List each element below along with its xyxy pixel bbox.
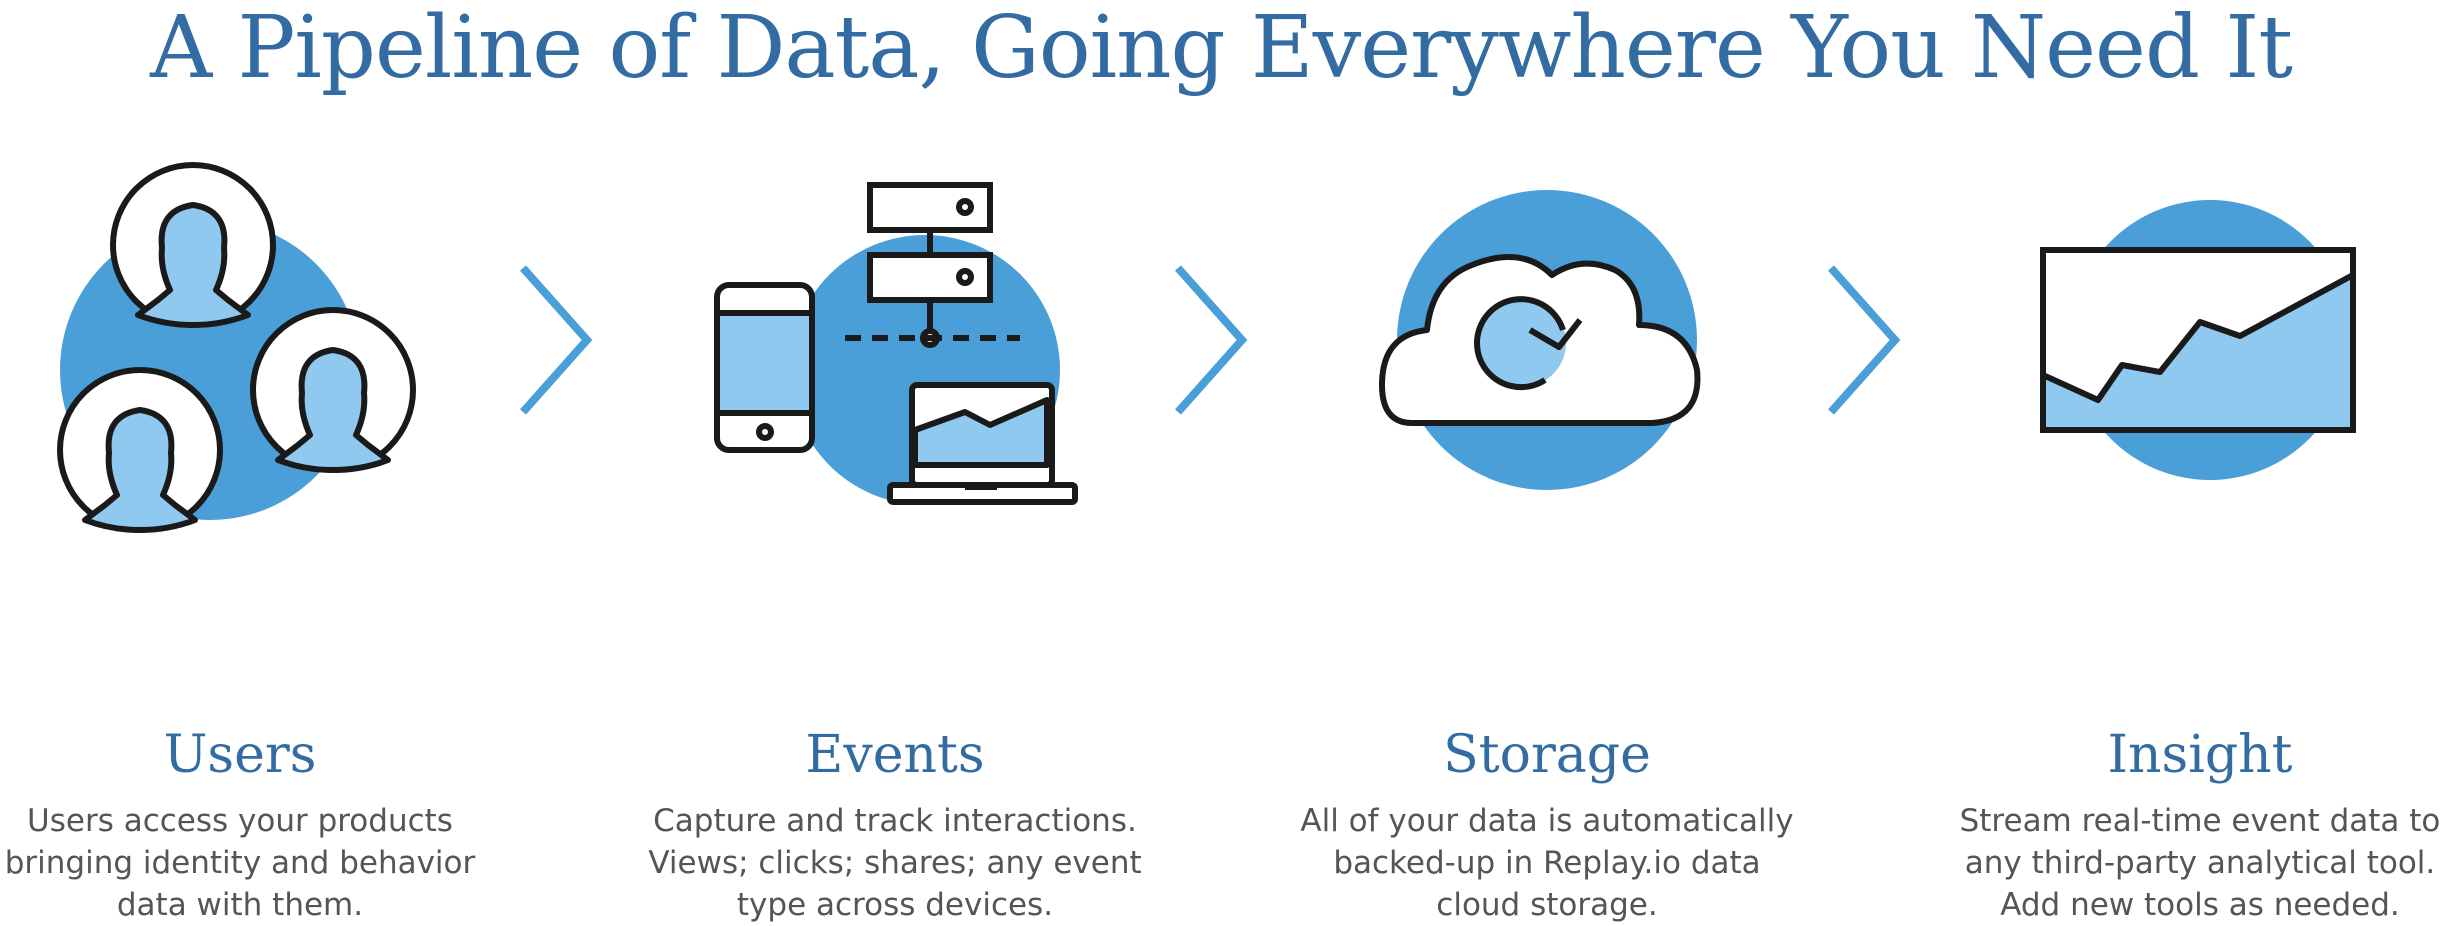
step-description: Users access your products bringing iden…: [4, 803, 476, 923]
chevron-right-icon: [520, 265, 593, 415]
step-storage: Storage All of your data is automaticall…: [1297, 150, 1797, 923]
devices-icon: [714, 182, 1078, 505]
step-label: Users: [163, 725, 317, 785]
step-description: Capture and track interactions. Views; c…: [648, 803, 1142, 923]
step-description: Stream real-time event data to any third…: [1959, 803, 2441, 923]
step-description: All of your data is automatically backed…: [1300, 803, 1794, 923]
page-title: A Pipeline of Data, Going Everywhere You…: [150, 0, 2293, 98]
chevron-right-icon: [1828, 265, 1901, 415]
step-users: Users Users access your products bringin…: [0, 150, 490, 923]
chevron-right-icon: [1175, 265, 1248, 415]
users-icon: [57, 162, 416, 533]
step-label: Insight: [2107, 725, 2293, 785]
line-chart-icon: [2040, 200, 2356, 480]
step-label: Storage: [1443, 725, 1651, 785]
cloud-sync-icon: [1379, 190, 1701, 490]
step-insight: Insight Stream real-time event data to a…: [1950, 150, 2442, 923]
step-events: Events Capture and track interactions. V…: [645, 150, 1145, 923]
step-label: Events: [805, 725, 985, 785]
